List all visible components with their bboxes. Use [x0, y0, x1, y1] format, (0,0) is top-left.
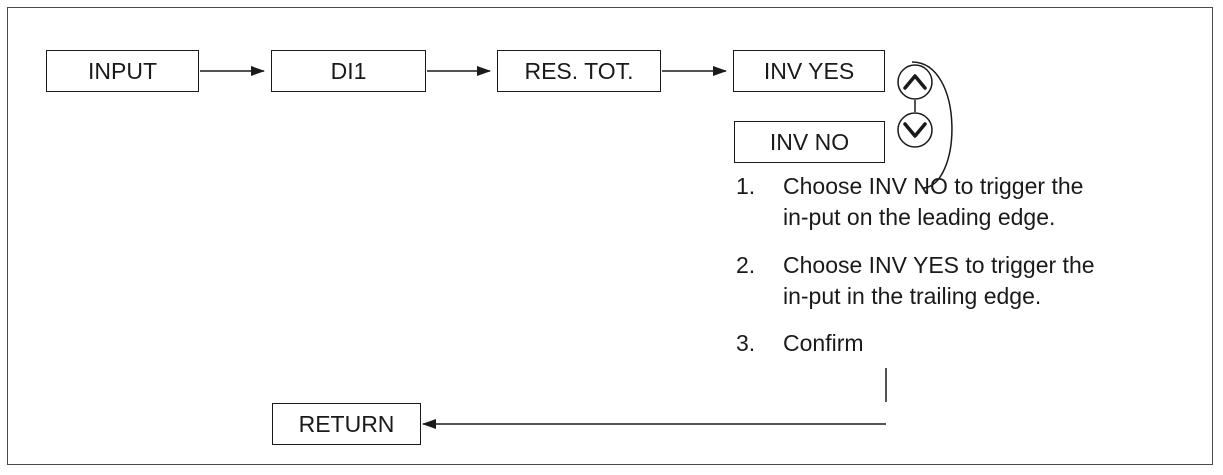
box-res-tot: RES. TOT.: [497, 50, 661, 92]
step-1-text: Choose INV NO to trigger the in-put on t…: [783, 173, 1084, 230]
step-3-number: 3.: [736, 330, 756, 356]
step-1-number: 1.: [736, 173, 756, 199]
step-2-text: Choose INV YES to trigger the in-put in …: [783, 252, 1095, 309]
box-input-label: INPUT: [88, 57, 157, 84]
box-input: INPUT: [46, 50, 199, 92]
box-di1: DI1: [271, 50, 426, 92]
step-2-number: 2.: [736, 252, 756, 278]
box-inv-no-label: INV NO: [769, 128, 850, 155]
box-return: RETURN: [272, 403, 421, 445]
step-3-text: Confirm: [783, 330, 864, 356]
arrow-down-icon[interactable]: [897, 112, 933, 148]
arrow-up-icon[interactable]: [897, 64, 933, 100]
box-return-label: RETURN: [298, 410, 395, 437]
selector-bracket: [911, 61, 953, 189]
box-res-tot-label: RES. TOT.: [524, 57, 634, 84]
box-inv-no: INV NO: [734, 121, 885, 163]
box-inv-yes: INV YES: [733, 50, 885, 92]
box-inv-yes-label: INV YES: [763, 57, 855, 84]
diagram-frame: [7, 7, 1213, 465]
box-di1-label: DI1: [330, 57, 367, 84]
